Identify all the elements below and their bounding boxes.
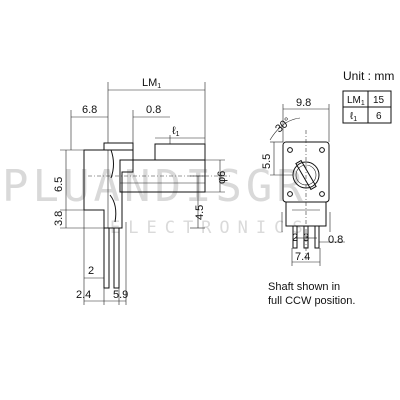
dim-9-8: 9.8 [296, 97, 311, 109]
dim-3-8: 3.8 [53, 211, 65, 226]
bushing-curve [110, 149, 114, 179]
dim-0-8-side: 0.8 [146, 104, 161, 116]
dim-phi6: φ6 [216, 171, 228, 184]
unit-label: Unit : mm [343, 69, 394, 83]
dim-l1: ℓ1 [172, 125, 180, 138]
dim-5-5: 5.5 [261, 154, 273, 169]
unit-table: Unit : mm LM1 15 ℓ1 6 [342, 69, 394, 124]
bushing-cap [103, 142, 134, 151]
shaft-note-line2: full CCW position. [268, 295, 355, 307]
dim-2-front: 2 [292, 232, 298, 244]
shaft-slot [295, 159, 317, 191]
dim-0-8-front: 0.8 [328, 234, 343, 246]
watermark-tagline: ELECTRONICS [110, 218, 311, 238]
table-row-l1-symbol: ℓ1 [350, 111, 357, 123]
shaft-note-line1: Shaft shown in [268, 281, 340, 293]
dim-2-4: 2.4 [76, 289, 91, 301]
dim-5-9: 5.9 [113, 289, 128, 301]
dim-4-5: 4.5 [194, 205, 206, 220]
watermark-brand: PLUANDISGR [2, 161, 307, 212]
dim-angle: 30° [273, 115, 293, 135]
shaft-flat [154, 143, 206, 161]
side-view: LM1 6.8 0.8 ℓ1 φ6 6.5 3.8 4.5 2 2.4 5.9 [53, 77, 230, 305]
dim-lm1: LM1 [142, 77, 161, 90]
table-row-lm1-value: 15 [373, 95, 385, 106]
dim-2-side: 2 [88, 265, 94, 277]
table-row-l1-value: 6 [376, 111, 382, 122]
leg-left [103, 227, 110, 289]
dim-6-5: 6.5 [53, 177, 65, 192]
pin-3 [314, 225, 320, 249]
dim-6-8: 6.8 [82, 104, 97, 116]
pin-1 [292, 225, 298, 249]
dim-7-4: 7.4 [295, 251, 310, 263]
dim-3: 3 [303, 232, 309, 244]
leg-right [113, 227, 120, 289]
table-row-lm1-symbol: LM1 [347, 95, 365, 107]
